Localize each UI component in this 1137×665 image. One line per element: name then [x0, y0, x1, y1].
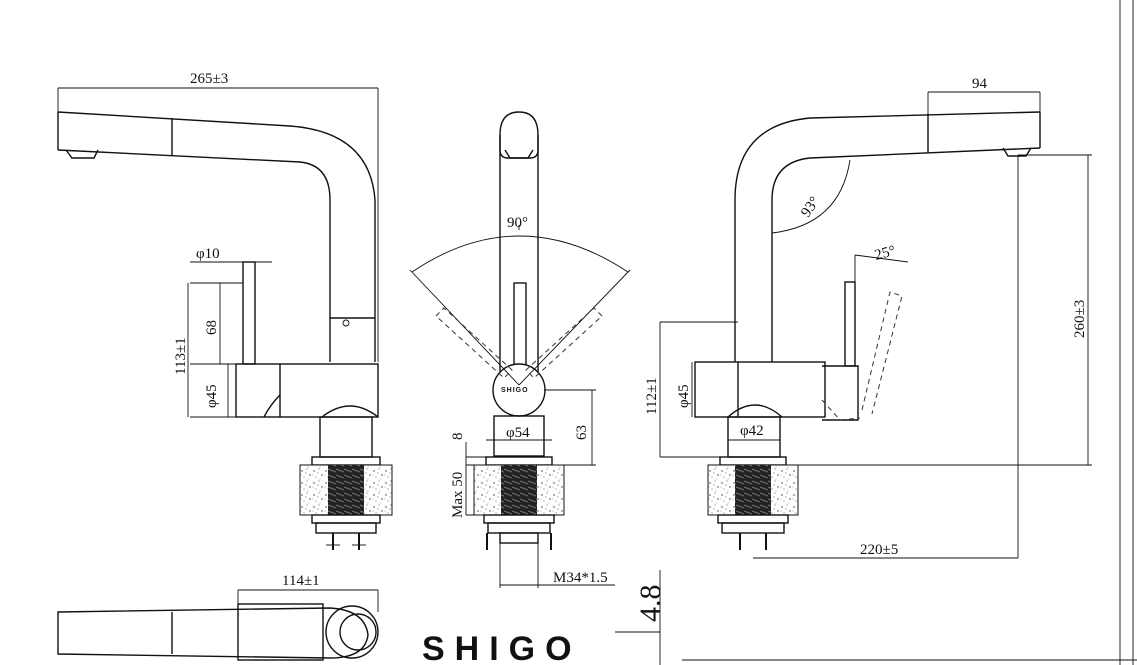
front-view: SHIGO: [409, 111, 631, 588]
dim-neck-dia: φ42: [740, 423, 764, 439]
top-view: [57, 589, 379, 661]
dim-swivel-angle: 90°: [507, 215, 528, 231]
brand-logo: SHIGO: [422, 630, 582, 665]
dim-lever-angle: 25°: [873, 243, 897, 264]
dim-body-height: 113±1: [173, 337, 189, 375]
dim-base-dia: φ54: [506, 425, 530, 441]
dim-spray-length: 94: [972, 76, 988, 92]
dim-body-dia-right: φ45: [676, 384, 692, 408]
dim-spout-length: 265±3: [190, 71, 228, 87]
dim-lever-height: 68: [204, 320, 220, 335]
dim-reach: 220±5: [860, 542, 898, 558]
front-badge: SHIGO: [501, 387, 529, 394]
dim-total-height: 260±3: [1072, 300, 1088, 338]
dim-base-thickness: 8: [450, 433, 466, 441]
side-view-left: [57, 87, 393, 550]
dim-max-thickness: Max 50: [450, 472, 466, 518]
dim-top-length: 114±1: [282, 573, 320, 589]
dim-body-height-right: 112±1: [644, 377, 660, 415]
dim-thread: M34*1.5: [553, 570, 608, 586]
dim-lever-dia: φ10: [196, 246, 220, 262]
side-view-right: [659, 91, 1092, 559]
dim-corner-value: 4.8: [634, 585, 667, 623]
dim-spout-angle: 93°: [798, 194, 823, 220]
dim-base-height: 63: [574, 425, 590, 440]
dim-body-dia-left: φ45: [204, 384, 220, 408]
